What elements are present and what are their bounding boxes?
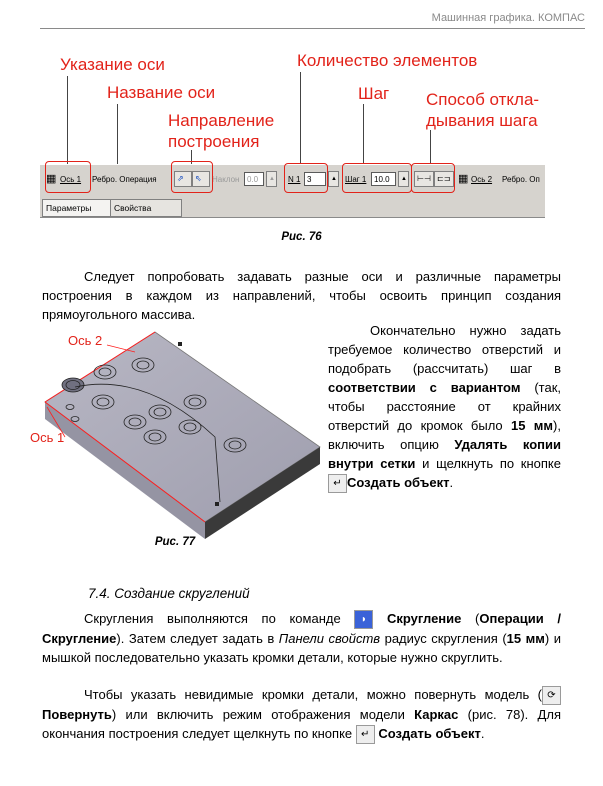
p2-b1: Скругление <box>387 611 462 626</box>
p2-b2: Операции / Скругление <box>42 611 561 647</box>
rc-t1: Окончательно нужно задать требуемое коли… <box>328 323 561 376</box>
rc-b2: 15 мм <box>511 418 554 433</box>
p3-t1: Чтобы указать невидимые кромки детали, м… <box>84 687 542 702</box>
axis1-name-field: Ребро. Операция <box>92 175 157 184</box>
angle-stepper[interactable]: ▲ <box>266 171 277 187</box>
fillet-icon: ◗ <box>354 610 374 630</box>
callout-direction: Направление построения <box>168 110 274 152</box>
p3-b2: Каркас <box>414 707 459 723</box>
highlight-step <box>342 163 412 193</box>
axis1-callout: Ось 1 <box>30 430 65 445</box>
callout-axis: Указание оси <box>60 55 165 74</box>
callout-step-mode-line1: Способ откла- <box>426 90 540 109</box>
p2-b3: 15 мм <box>506 631 545 647</box>
p2-t4: радиус скругления ( <box>380 631 507 647</box>
rc-b1: соответствии с вариантом <box>328 380 521 395</box>
p2-t1: Скругления выполняются по команде <box>84 611 355 626</box>
angle-input[interactable]: 0.0 <box>244 172 264 186</box>
axis2-button[interactable]: Ось 2 <box>471 175 493 184</box>
p2-i1: Панели свойств <box>278 631 381 647</box>
highlight-step-mode <box>411 163 455 193</box>
create-object-icon: ↵ <box>328 474 347 494</box>
paragraph-1-text: Следует попробовать задавать разные оси … <box>42 269 561 322</box>
rc-t5: . <box>449 475 454 490</box>
figure76-caption: Рис. 76 <box>281 231 322 243</box>
axis2-callout: Ось 2 <box>68 333 103 348</box>
leader-line <box>363 104 364 166</box>
callout-step-mode-line2: дывания шага <box>426 111 538 130</box>
rc-b4: Создать объект <box>347 475 450 490</box>
p3-b3: Создать объект <box>378 726 481 742</box>
step-mode-total-icon[interactable]: ⊏⊐ <box>434 171 454 187</box>
leader-line <box>430 130 431 166</box>
p2-t3: ). Затем следует задать в <box>116 631 279 647</box>
running-header: Машинная графика. КОМПАС <box>431 12 585 24</box>
p3-b1: Повернуть <box>42 707 112 723</box>
header-rule <box>40 28 585 29</box>
tab-props[interactable]: Свойства <box>110 199 182 217</box>
callout-direction-line2: построения <box>168 132 260 151</box>
p3-t4: . <box>480 726 485 742</box>
callout-step-mode: Способ откла- дывания шага <box>426 89 539 131</box>
p2-t5: ) и мышкой последовательно указать кромк… <box>42 631 561 666</box>
model-image <box>44 331 321 539</box>
callout-count: Количество элементов <box>297 51 478 70</box>
angle-label: Наклон <box>212 175 240 184</box>
axis2-name-field: Ребро. Оп <box>502 175 540 184</box>
tab-params[interactable]: Параметры <box>42 199 112 217</box>
right-column-text: Окончательно нужно задать требуемое коли… <box>328 321 562 494</box>
step-stepper[interactable]: ▲ <box>398 171 409 187</box>
leader-line <box>117 104 118 166</box>
count-label: N 1 <box>288 175 301 184</box>
count-input[interactable]: 3 <box>304 172 326 186</box>
p3-t2: ) или включить режим отображения модели <box>111 707 415 723</box>
axis1-button[interactable]: Ось 1 <box>60 175 82 184</box>
paragraph-2: Скругления выполняются по команде ◗ Скру… <box>42 609 561 667</box>
direction-reverse-icon[interactable]: ⇖ <box>192 171 210 187</box>
section-title: 7.4. Создание скруглений <box>88 586 250 601</box>
step-mode-between-icon[interactable]: ⊢⊣ <box>414 171 434 187</box>
p2-t2: ( <box>461 611 480 626</box>
rc-t2: (так, чтобы расстояние от крайних отверс… <box>328 380 562 433</box>
paragraph-3: Чтобы указать невидимые кромки детали, м… <box>42 685 561 745</box>
step-label: Шаг 1 <box>345 175 367 184</box>
figure77-caption: Рис. 77 <box>154 536 196 548</box>
callout-step: Шаг <box>358 84 390 103</box>
step-input[interactable]: 10.0 <box>371 172 396 186</box>
leader-line <box>300 72 301 166</box>
panel-tabs: Параметры Свойства <box>40 198 545 218</box>
leader-line <box>67 76 68 166</box>
leader-line <box>191 150 192 166</box>
rc-t4: и щелкнуть по кнопке <box>415 456 561 471</box>
properties-toolbar: ▦ Ось 1 Ребро. Операция ⇗ ⇖ Наклон 0.0 ▲… <box>40 164 545 199</box>
callout-axis-name: Название оси <box>107 83 216 102</box>
count-stepper[interactable]: ▲ <box>328 171 339 187</box>
highlight-direction <box>171 161 213 193</box>
grid-icon[interactable]: ▦ <box>46 173 57 185</box>
highlight-axis <box>45 161 91 193</box>
p3-t3: (рис. 78). Для окончания построения след… <box>42 707 561 742</box>
create-object-icon: ↵ <box>355 725 375 745</box>
rotate-icon: ⟳ <box>542 686 561 706</box>
paragraph-1: Следует попробовать задавать разные оси … <box>42 267 561 324</box>
rc-t3: ), включить опцию <box>328 418 561 452</box>
direction-forward-icon[interactable]: ⇗ <box>174 171 192 187</box>
rc-b3: Удалять копии внутри сетки <box>328 437 561 471</box>
grid2-icon[interactable]: ▦ <box>458 173 469 185</box>
callout-direction-line1: Направление <box>168 111 275 130</box>
highlight-count <box>284 163 328 193</box>
